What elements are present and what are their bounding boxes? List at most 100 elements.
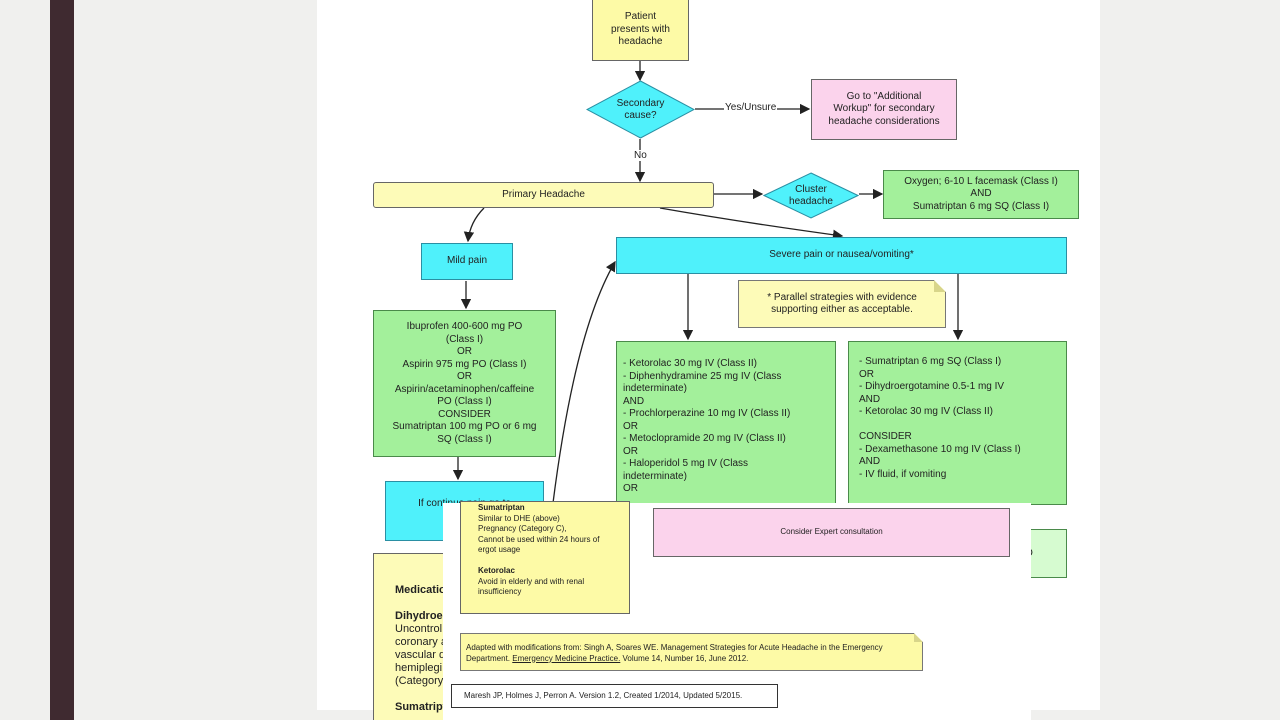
- med-line-9: [395, 688, 447, 701]
- version-credit-text: Maresh JP, Holmes J, Perron A. Version 1…: [464, 690, 743, 700]
- med-line-2: [395, 597, 447, 610]
- medication-notes-box: Medicatio Dihydroe Uncontrol coronary a …: [373, 553, 453, 720]
- primary-headache-box: Primary Headache: [373, 182, 714, 208]
- med-dhe-heading: Dihydroe: [395, 610, 443, 622]
- sumatriptan-line-1: Similar to DHE (above): [478, 513, 560, 523]
- severe-pain-label: Severe pain or nausea/vomiting*: [769, 249, 914, 261]
- version-credit-box: Maresh JP, Holmes J, Perron A. Version 1…: [451, 684, 778, 708]
- adapted-line-2-prefix: Department.: [466, 653, 511, 663]
- patient-line-3: headache: [618, 36, 663, 48]
- sev-right-line-3: - Dihydroergotamine 0.5-1 mg IV: [859, 381, 1005, 392]
- additional-workup-box: Go to "Additional Workup" for secondary …: [811, 79, 957, 140]
- note-fold-corner: [934, 280, 946, 292]
- citation-fold-corner: [914, 633, 923, 642]
- mild-pain-label: Mild pain: [446, 255, 488, 267]
- sev-right-line-1: - Sumatriptan 6 mg SQ (Class I): [859, 356, 1002, 367]
- oxygen-line-1: Oxygen; 6-10 L facemask (Class I): [904, 175, 1058, 187]
- expert-consultation-label: Consider Expert consultation: [780, 527, 883, 537]
- med-sumatriptan-heading: Sumatript: [395, 701, 447, 713]
- sev-left-line-9: - Haloperidol 5 mg IV (Class: [623, 458, 749, 469]
- edge-primary-mild: [463, 207, 485, 243]
- sev-left-line-10: indeterminate): [623, 470, 687, 482]
- severe-left-treatment-box: - Ketorolac 30 mg IV (Class II) - Diphen…: [616, 341, 836, 511]
- sev-right-line-4: AND: [859, 393, 881, 405]
- mild-tx-line-10: SQ (Class I): [437, 433, 492, 445]
- cluster-line-1: Cluster: [795, 183, 827, 195]
- sev-left-line-3: indeterminate): [623, 383, 687, 394]
- mild-tx-line-8: CONSIDER: [438, 408, 491, 420]
- sev-right-line-6: [859, 419, 1021, 432]
- sev-right-line-9: AND: [859, 456, 881, 467]
- med-line-6: vascular d: [395, 649, 446, 661]
- secondary-line-1: Secondary: [616, 97, 665, 109]
- mild-tx-line-3: OR: [457, 346, 472, 357]
- med-line-4: Uncontrol: [395, 623, 443, 635]
- sumatriptan-title: Sumatriptan: [478, 503, 525, 512]
- workup-line-1: Go to "Additional: [846, 90, 922, 102]
- mild-tx-line-9: Sumatriptan 100 mg PO or 6 mg: [392, 421, 537, 432]
- mild-treatment-box: Ibuprofen 400-600 mg PO (Class I) OR Asp…: [373, 310, 556, 457]
- parallel-line-2: supporting either as acceptable.: [771, 304, 913, 315]
- sev-left-line-5: - Prochlorperazine 10 mg IV (Class II): [623, 408, 791, 419]
- ketorolac-title: Ketorolac: [478, 566, 515, 575]
- edge-continue-severe: [552, 260, 616, 504]
- sev-left-line-8: OR: [623, 445, 638, 457]
- sev-left-line-2: - Diphenhydramine 25 mg IV (Class: [623, 370, 782, 382]
- med-line-7: hemiplegi: [395, 662, 443, 674]
- no-label: No: [633, 150, 648, 161]
- sev-right-line-10: - IV fluid, if vomiting: [859, 468, 947, 480]
- secondary-cause-decision: Secondary cause?: [586, 80, 695, 139]
- sumatriptan-line-2: Pregnancy (Category C),: [478, 524, 567, 533]
- parallel-line-1: * Parallel strategies with evidence: [767, 291, 917, 303]
- ketorolac-line-1: Avoid in elderly and with renal: [478, 576, 585, 586]
- sumatriptan-line-4: ergot usage: [478, 545, 521, 554]
- patient-line-2: presents with: [611, 23, 670, 35]
- expert-consultation-box: Consider Expert consultation: [653, 508, 1010, 557]
- adapted-journal-link[interactable]: Emergency Medicine Practice.: [512, 653, 621, 663]
- mild-tx-line-4: Aspirin 975 mg PO (Class I): [402, 358, 527, 370]
- sev-left-line-7: - Metoclopramide 20 mg IV (Class II): [623, 433, 786, 444]
- adapted-citation-note: Adapted with modifications from: Singh A…: [460, 633, 923, 671]
- ketorolac-line-2: insufficiency: [478, 587, 522, 596]
- drug-notes-box: Sumatriptan Similar to DHE (above) Pregn…: [460, 501, 630, 614]
- sev-left-line-4: AND: [623, 395, 645, 407]
- severe-pain-box: Severe pain or nausea/vomiting*: [616, 237, 1067, 274]
- workup-line-2: Workup" for secondary: [833, 103, 935, 115]
- workup-line-3: headache considerations: [828, 115, 940, 127]
- sev-right-line-2: OR: [859, 368, 874, 380]
- primary-headache-label: Primary Headache: [502, 188, 585, 200]
- med-line-5: coronary a: [395, 636, 447, 648]
- med-heading: Medicatio: [395, 584, 446, 596]
- sev-right-line-7: CONSIDER: [859, 431, 912, 442]
- yes-unsure-label: Yes/Unsure: [724, 102, 778, 113]
- sumatriptan-line-3: Cannot be used within 24 hours of: [478, 534, 600, 544]
- patient-presents-box: Patient presents with headache: [592, 0, 689, 61]
- sev-left-line-1: - Ketorolac 30 mg IV (Class II): [623, 358, 757, 369]
- adapted-line-2-suffix: Volume 14, Number 16, June 2012.: [620, 653, 749, 663]
- mild-tx-line-6: Aspirin/acetaminophen/caffeine: [394, 383, 535, 395]
- oxygen-line-2: AND: [970, 188, 992, 200]
- citation-overlay-panel: Sumatriptan Similar to DHE (above) Pregn…: [443, 501, 1031, 720]
- edge-primary-severe: [659, 207, 844, 240]
- mild-pain-box: Mild pain: [421, 243, 513, 280]
- parallel-strategies-note: * Parallel strategies with evidence supp…: [738, 280, 946, 328]
- sev-right-line-8: - Dexamethasone 10 mg IV (Class I): [859, 443, 1021, 455]
- patient-line-1: Patient: [624, 11, 657, 23]
- severe-right-treatment-box: - Sumatriptan 6 mg SQ (Class I) OR - Dih…: [848, 341, 1067, 505]
- mild-tx-line-7: PO (Class I): [437, 396, 492, 407]
- mild-tx-line-1: Ibuprofen 400-600 mg PO: [406, 321, 523, 332]
- oxygen-treatment-box: Oxygen; 6-10 L facemask (Class I) AND Su…: [883, 170, 1079, 219]
- secondary-line-2: cause?: [624, 109, 657, 121]
- adapted-line-1: Adapted with modifications from: Singh A…: [466, 643, 883, 652]
- mild-tx-line-2: (Class I): [445, 333, 484, 345]
- mild-tx-line-5: OR: [457, 371, 472, 382]
- oxygen-line-3: Sumatriptan 6 mg SQ (Class I): [912, 200, 1050, 212]
- med-line-8: (Category: [395, 675, 444, 687]
- sev-left-line-11: OR: [623, 483, 638, 494]
- sev-right-line-5: - Ketorolac 30 mg IV (Class II): [859, 406, 993, 417]
- cluster-line-2: headache: [789, 195, 833, 207]
- cluster-headache-decision: Cluster headache: [763, 172, 859, 219]
- slide-left-accent-bar: [50, 0, 74, 720]
- sev-left-line-6: OR: [623, 420, 638, 432]
